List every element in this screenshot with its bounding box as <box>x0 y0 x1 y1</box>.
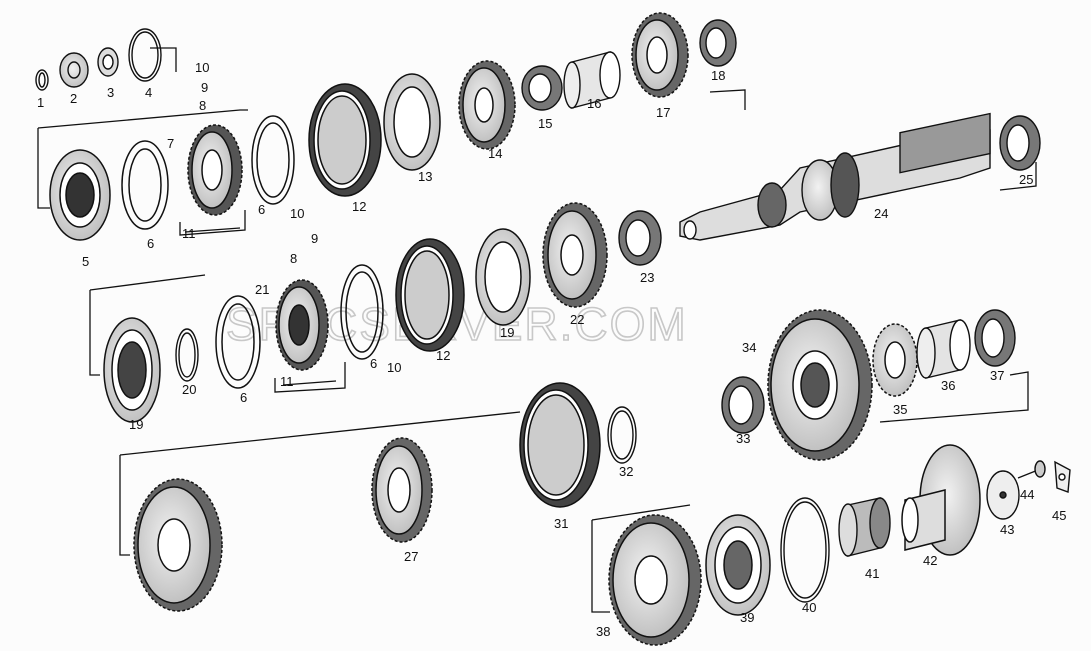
part-16-bushing <box>563 51 621 109</box>
callout-3: 3 <box>107 85 114 100</box>
callout-10: 10 <box>290 206 304 221</box>
part-43-washer <box>986 470 1020 520</box>
part-24-main-shaft <box>679 112 991 241</box>
part-38-output-gear <box>608 514 702 646</box>
callout-22: 22 <box>570 312 584 327</box>
part-27-gear <box>371 437 433 543</box>
part-41-spline-sleeve <box>838 497 891 557</box>
callout-12: 12 <box>436 348 450 363</box>
callout-6: 6 <box>240 390 247 405</box>
callout-1: 1 <box>37 95 44 110</box>
callout-25: 25 <box>1019 172 1033 187</box>
part-4-snap-ring <box>128 28 162 82</box>
part-17-gear <box>631 12 689 98</box>
callout-11: 11 <box>280 374 294 389</box>
part-40-snap-ring <box>780 497 830 603</box>
part-34-large-gear <box>767 309 873 461</box>
part-19b-synchro-cone <box>475 228 531 326</box>
callout-8: 8 <box>290 251 297 266</box>
part-32-circlip <box>607 406 637 464</box>
part-6b-synchro-ring <box>251 115 295 205</box>
callout-15: 15 <box>538 116 552 131</box>
part-5-synchro-hub <box>49 149 111 241</box>
callout-44: 44 <box>1020 487 1034 502</box>
part-6d-synchro-ring <box>340 264 384 360</box>
part-45-lock-plate <box>1054 460 1071 493</box>
callout-42: 42 <box>923 553 937 568</box>
part-20-circlip <box>175 328 199 382</box>
part-15-needle-bearing <box>521 65 563 111</box>
part-13-synchro-cone <box>383 73 441 171</box>
callout-6: 6 <box>147 236 154 251</box>
callout-19: 19 <box>500 325 514 340</box>
part-6c-synchro-ring <box>215 295 261 389</box>
part-39-ball-bearing <box>705 514 771 616</box>
callout-27: 27 <box>404 549 418 564</box>
callout-16: 16 <box>587 96 601 111</box>
part-19-synchro-hub <box>103 317 161 423</box>
callout-36: 36 <box>941 378 955 393</box>
part-3-washer <box>97 47 119 77</box>
callout-6: 6 <box>370 356 377 371</box>
group-brackets <box>37 47 1037 613</box>
callout-19: 19 <box>129 417 143 432</box>
callout-21: 21 <box>255 282 269 297</box>
callout-32: 32 <box>619 464 633 479</box>
callout-8: 8 <box>199 98 206 113</box>
part-30-large-gear <box>133 478 223 612</box>
callout-45: 45 <box>1052 508 1066 523</box>
callout-5: 5 <box>82 254 89 269</box>
part-35-gear-ring <box>872 323 918 397</box>
callout-39: 39 <box>740 610 754 625</box>
part-23-needle-bearing <box>618 210 662 266</box>
callout-37: 37 <box>990 368 1004 383</box>
callout-9: 9 <box>311 231 318 246</box>
part-44-bolt <box>1017 460 1046 479</box>
part-36-bushing <box>916 319 971 379</box>
callout-38: 38 <box>596 624 610 639</box>
callout-10: 10 <box>195 60 209 75</box>
callout-12: 12 <box>352 199 366 214</box>
part-1-circlip <box>35 69 49 91</box>
callout-20: 20 <box>182 382 196 397</box>
callout-34: 34 <box>742 340 756 355</box>
part-18-needle-bearing <box>699 19 737 67</box>
callout-13: 13 <box>418 169 432 184</box>
callout-11: 11 <box>182 226 196 241</box>
callout-24: 24 <box>874 206 888 221</box>
callout-6: 6 <box>258 202 265 217</box>
callout-33: 33 <box>736 431 750 446</box>
callout-14: 14 <box>488 146 502 161</box>
part-25-needle-bearing <box>999 115 1041 171</box>
part-12-sliding-sleeve <box>308 83 382 197</box>
part-31-sliding-sleeve <box>519 382 601 508</box>
part-22-gear <box>542 202 608 308</box>
callout-labels: 1 2 3 4 5 6 7 8 9 10 11 6 12 13 14 15 16… <box>37 60 1066 639</box>
callout-10: 10 <box>387 360 401 375</box>
callout-23: 23 <box>640 270 654 285</box>
callout-41: 41 <box>865 566 879 581</box>
callout-9: 9 <box>201 80 208 95</box>
part-42-flange <box>901 444 981 556</box>
part-6-synchro-ring <box>121 140 169 230</box>
callout-43: 43 <box>1000 522 1014 537</box>
part-37-needle-bearing <box>974 309 1016 367</box>
part-33-needle-bearing <box>721 376 765 434</box>
part-12b-sliding-sleeve <box>395 238 465 352</box>
callout-40: 40 <box>802 600 816 615</box>
callout-17: 17 <box>656 105 670 120</box>
callout-7: 7 <box>167 136 174 151</box>
part-14-gear <box>458 60 516 150</box>
part-7-gear-sleeve <box>187 124 243 216</box>
callout-18: 18 <box>711 68 725 83</box>
part-2-collar <box>59 52 89 88</box>
callout-35: 35 <box>893 402 907 417</box>
callout-31: 31 <box>554 516 568 531</box>
callout-4: 4 <box>145 85 152 100</box>
part-21-gear-sleeve <box>275 279 329 371</box>
callout-2: 2 <box>70 91 77 106</box>
